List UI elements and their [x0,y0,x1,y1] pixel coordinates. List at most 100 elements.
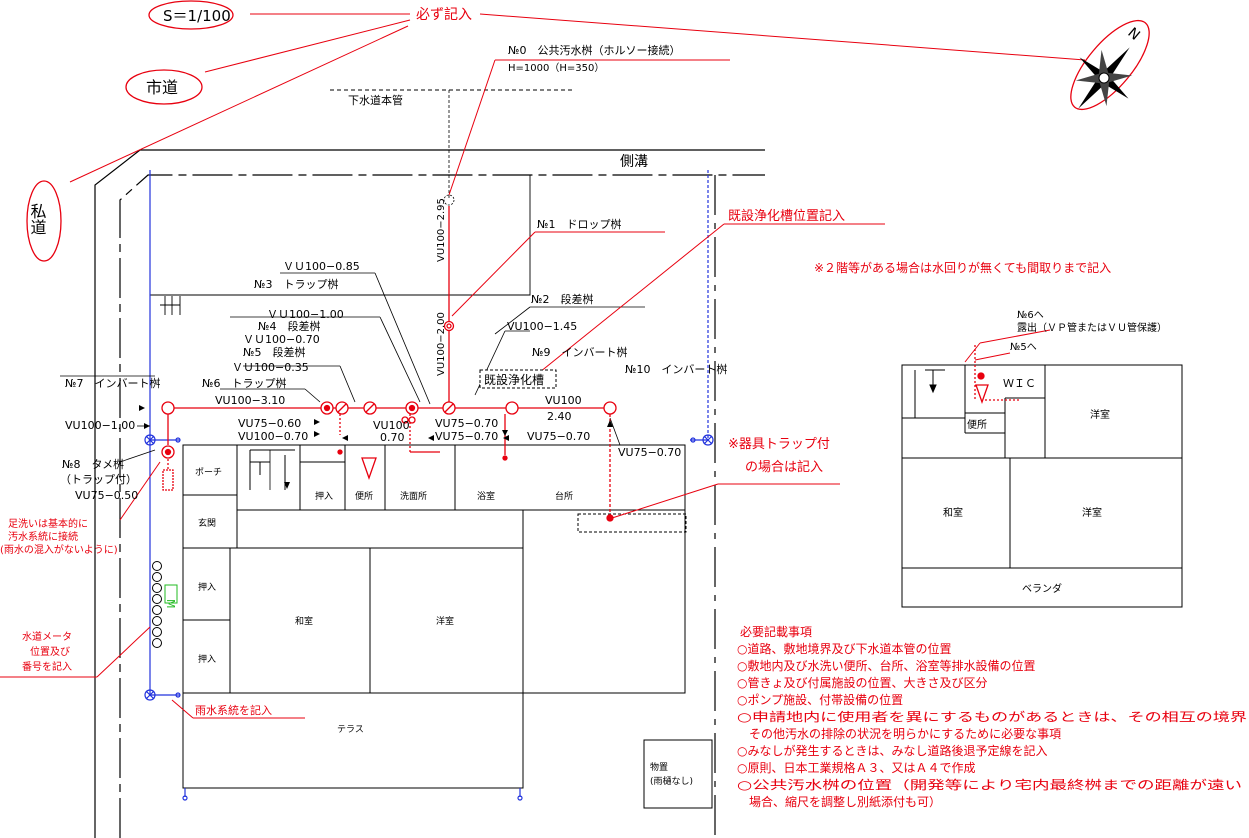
pipe-p3: ＶＵ100−0.70 [243,333,320,346]
pipe-v5: VU75−0.70 [435,417,498,430]
requirements-title: 必要記載事項 [740,624,812,639]
room-porch: ポーチ [195,467,222,478]
requirement-item: ○原則、日本工業規格Ａ３、又はＡ４で作成 [737,760,975,775]
sewer-main-label: 下水道本管 [348,93,403,107]
pipe-v1: VU75−0.60 [238,417,301,430]
water-meter-note-1: 水道メータ [22,630,72,643]
pipe-p5: VU100−1.45 [507,320,577,333]
pipe-v8: VU75−0.70 [618,446,681,459]
city-road-label: 市道 [146,78,178,97]
second-floor-note: ※２階等がある場合は水回りが無くても間取りまで記入 [814,260,1111,275]
box-n7-label: №7 インバート桝 [65,376,160,390]
public-box-label: №0 公共汚水桝（ホルソー接続） [508,43,680,57]
septic-label: 既設浄化槽 [484,372,544,387]
requirement-item: ○ポンプ施設、付帯設備の位置 [737,692,903,707]
water-meter-note-2: 位置及び [30,645,70,658]
box-n3-label: №3 トラップ桝 [254,277,338,291]
requirement-item: ○公共汚水桝の位置（開発等により宅内最終桝までの距離が遠い [737,777,1242,792]
pipe-vertical-upper: VU100−2.95 [436,198,447,262]
room-closet3: 押入 [198,653,216,665]
box-n6-label: №6 トラップ桝 [202,376,286,390]
box-n8-label: №8 タメ桝 [62,457,124,471]
to-n5-label: №5へ [1010,342,1037,353]
pipe-v3: VU100 [373,419,410,432]
sf-youshitsu-b: 洋室 [1082,506,1102,519]
pipe-main-right-a: VU100 [545,394,582,407]
pipe-v2: VU100−0.70 [238,430,308,443]
requirement-item: ○管きょ及び付属施設の位置、大きさ及び区分 [737,675,987,690]
drawing-text: S＝1/100 必ず記入 N 市道 私道 側溝 下水道本管 №0 公共汚水桝（ホ… [0,6,1247,809]
pipe-v-small: VU75−0.50 [75,489,138,502]
storage-note: (雨樋なし) [650,775,693,787]
pipe-p4: ＶＵ100−0.35 [232,361,309,374]
box-n1-label: №1 ドロップ桝 [537,217,621,231]
sewer-pipes [167,206,1020,515]
fixture-trap-note-2: の場合は記入 [745,459,823,475]
sf-wic: ＷＩＣ [1003,377,1036,390]
dimension-arrows [139,405,613,489]
public-box-depth: H=1000（H=350） [508,62,604,74]
room-washitsu: 和室 [295,615,313,627]
room-kitchen: 台所 [555,490,573,502]
to-n6-label: №6へ [1017,310,1044,321]
pipe-main-left: VU100−3.10 [215,394,285,407]
pipe-vertical-lower: VU100−2.00 [436,312,447,376]
fixture-trap-note-1: ※器具トラップ付 [728,437,830,452]
sf-veranda: ベランダ [1022,582,1062,595]
septic-note: 既設浄化槽位置記入 [728,208,845,224]
requirement-item: ○道路、敷地境界及び下水道本管の位置 [737,641,951,656]
sf-washitsu: 和室 [943,506,963,519]
room-closet2: 押入 [198,581,216,593]
pipe-v4: 0.70 [380,431,405,444]
box-n5-label: №5 段差桝 [243,345,305,359]
room-bath: 浴室 [477,490,495,502]
private-road-label: 私道 [28,203,47,235]
rainwater-system [144,170,714,801]
box-n4-label: №4 段差桝 [258,319,320,333]
highlight-ellipses [26,0,1150,262]
neighbour-outline [150,175,531,315]
second-floor-plan [901,364,1183,608]
manhole-symbols [161,320,989,522]
road-lines [94,89,765,838]
must-write-label: 必ず記入 [416,6,472,23]
pipe-v7: VU75−0.70 [527,430,590,443]
room-entrance: 玄関 [198,517,216,529]
scale-label: S＝1/100 [163,7,231,25]
box-n9-label: №9 インバート桝 [532,345,627,359]
room-toilet: 便所 [355,490,373,502]
side-ditch-label: 側溝 [620,154,648,170]
requirement-item: 場合、縮尺を調整し別紙添付も可） [737,794,941,809]
requirement-item: ○みなしが発生するときは、みなし道路後退予定線を記入 [737,743,1047,758]
septic-box [479,369,557,389]
storage-label: 物置 [650,761,668,773]
requirement-item: その他汚水の排除の状況を明らかにするために必要な事項 [737,726,1061,741]
north-arrow-icon [1075,47,1133,109]
foot-wash-note-1: 足洗いは基本的に [8,517,88,530]
requirement-item: ○申請地内に使用者を異にするものがあるときは、その相互の境界 [737,709,1247,724]
house-outline [182,444,713,809]
meter-label: M [164,599,177,609]
box-n2-label: №2 段差桝 [531,292,593,306]
pipe-main-right-b: 2.40 [547,410,572,423]
foot-wash-note-2: 汚水系統に接続 [8,530,78,543]
pipe-p2: ＶＵ100−1.00 [267,308,344,321]
sf-youshitsu-a: 洋室 [1090,408,1110,421]
pipe-p1: ＶＵ100−0.85 [283,260,360,273]
box-n10-label: №10 インバート桝 [625,362,727,376]
room-closet1: 押入 [315,490,333,502]
pipe-v6: VU75−0.70 [435,430,498,443]
sf-toilet: 便所 [967,418,987,431]
requirement-item: ○敷地内及び水洗い便所、台所、浴室等排水設備の位置 [737,658,1035,673]
water-meter [152,561,178,648]
foot-wash-note-3: (雨水の混入がないように) [0,543,118,556]
box-n8-sub: （トラップ付） [60,473,137,486]
room-washroom: 洗面所 [400,490,427,502]
pipe-left-main: VU100−1.00 [65,419,135,432]
north-letter: N [1124,25,1142,44]
water-meter-note-3: 番号を記入 [22,660,72,673]
room-terrace: テラス [337,724,364,735]
red-leaders [0,13,1086,719]
